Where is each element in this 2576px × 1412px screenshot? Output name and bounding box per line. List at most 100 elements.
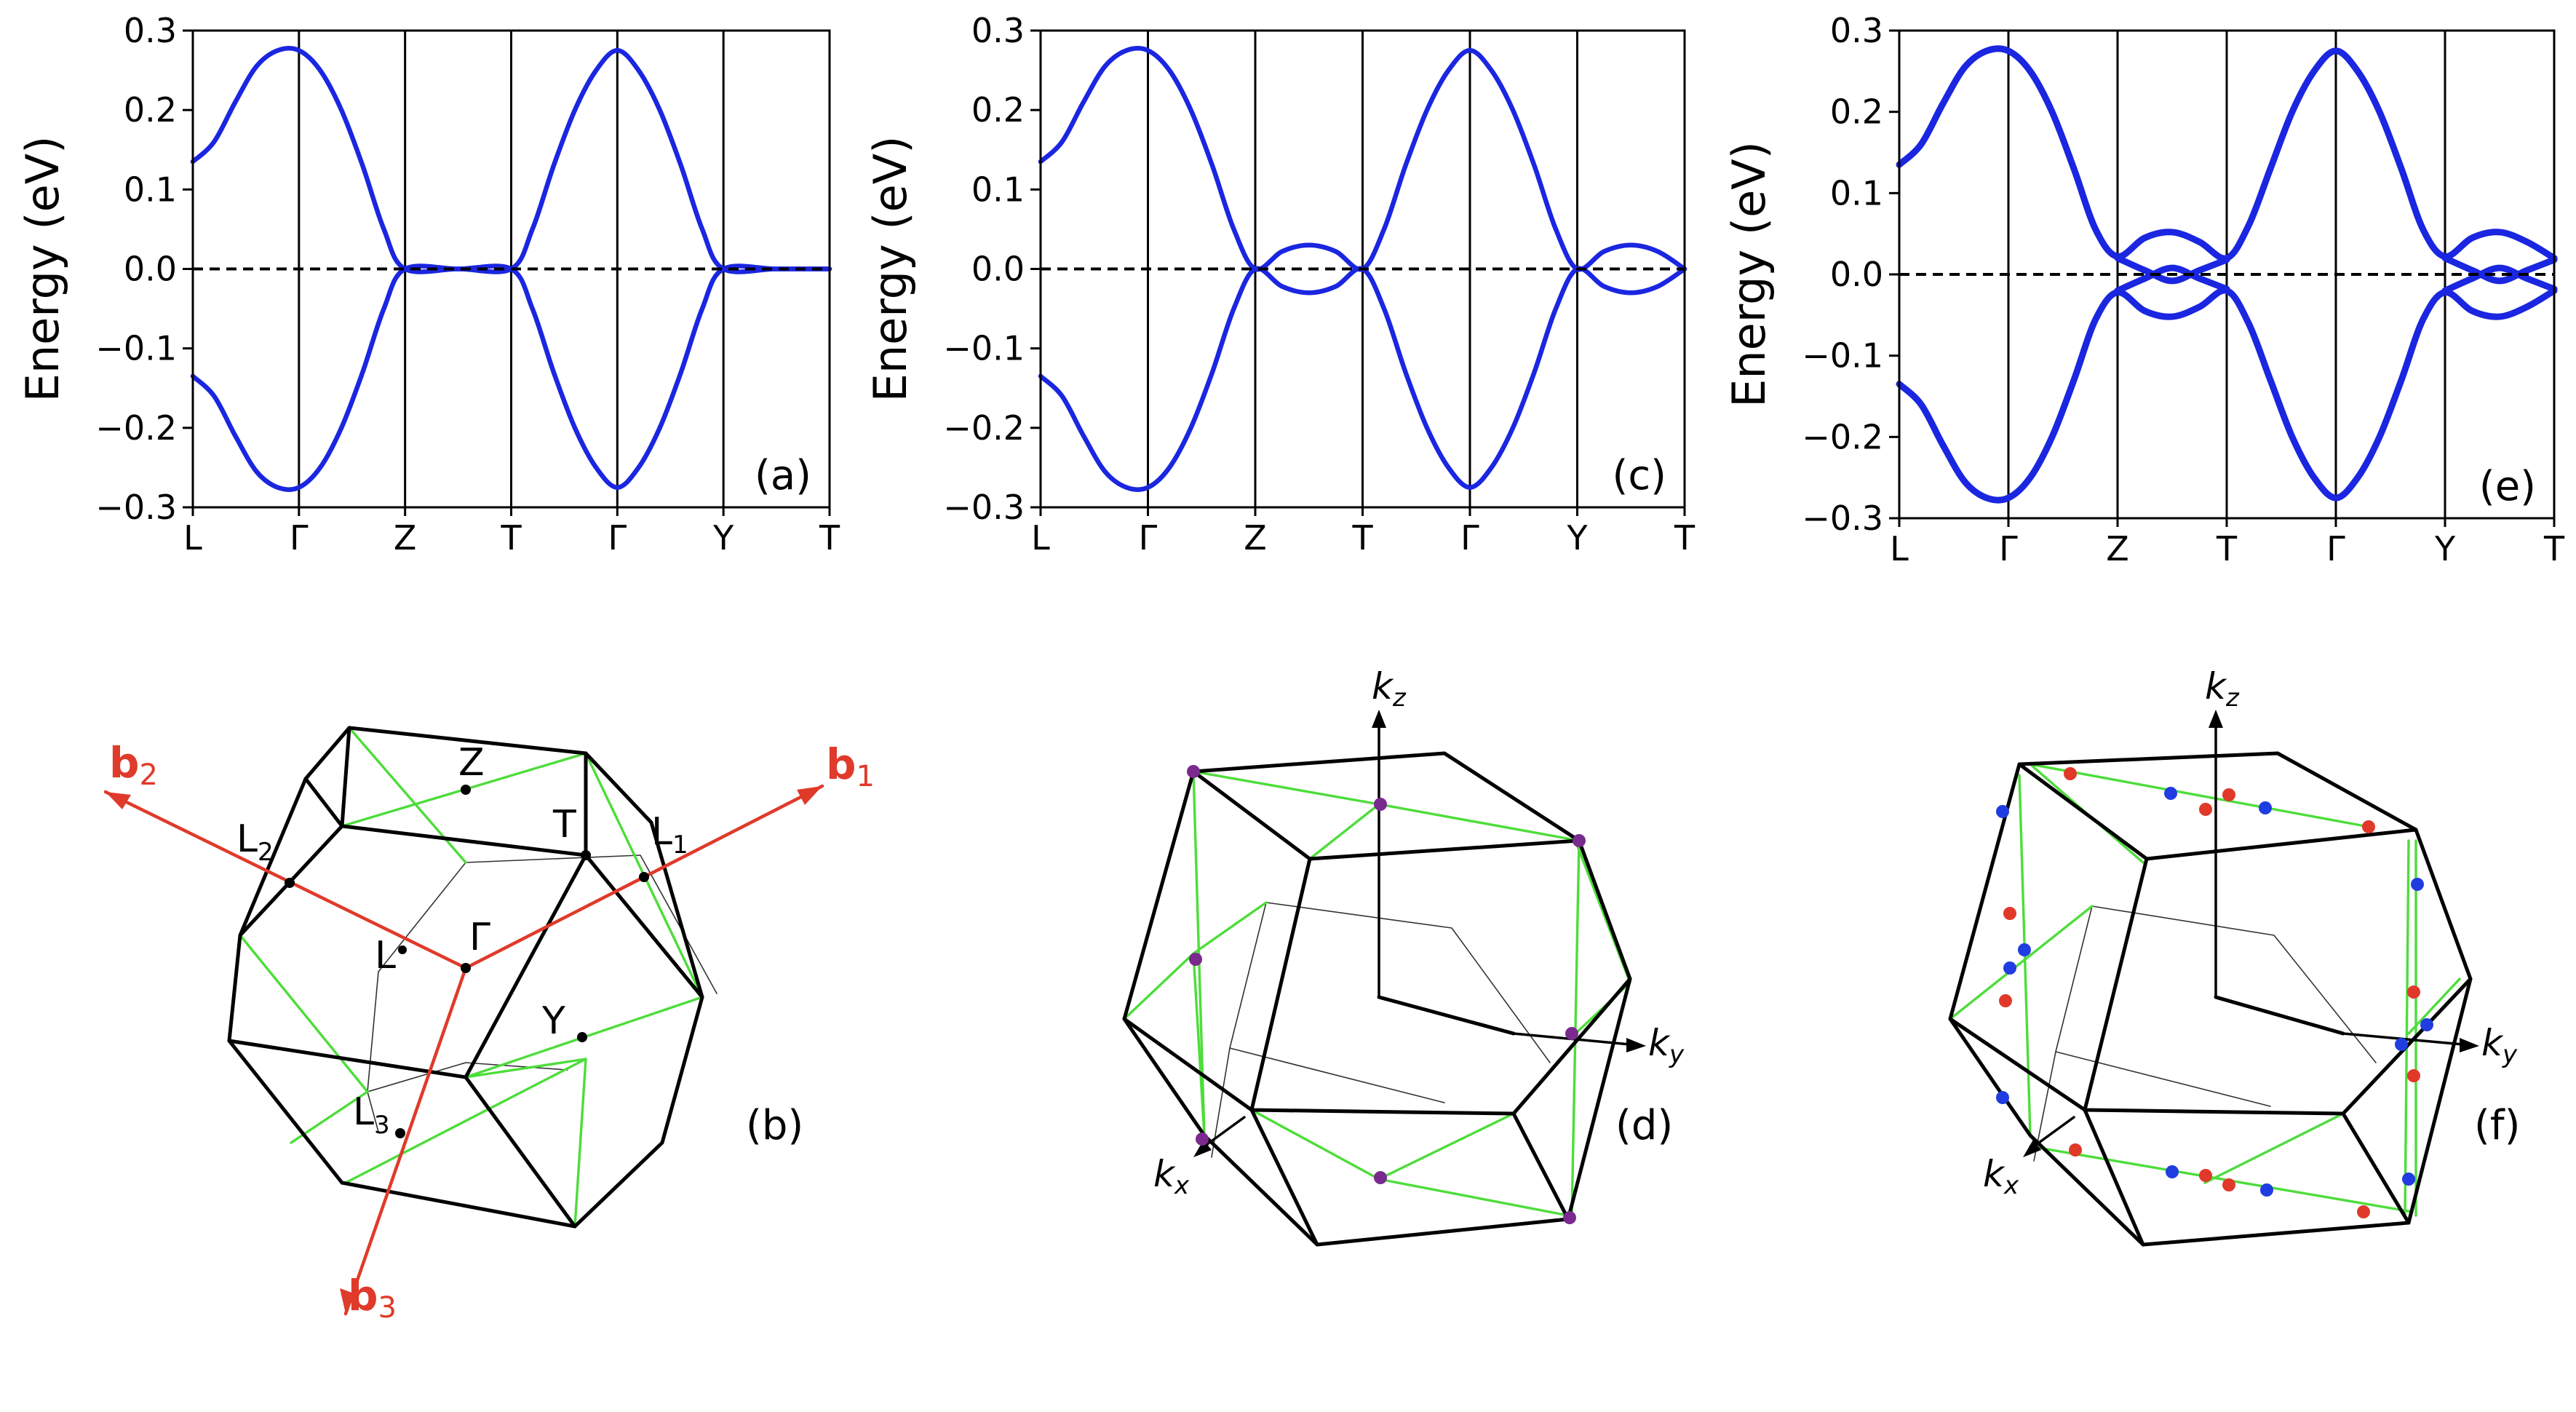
vector-b2: b2 xyxy=(109,738,158,792)
point-l1: L1 xyxy=(651,810,688,860)
panel-label-a: (a) xyxy=(755,452,811,499)
panel-label-c: (c) xyxy=(1613,452,1666,499)
y-tick-label: 0.0 xyxy=(1830,255,1883,294)
weyl-nodes xyxy=(1187,765,1586,1224)
y-tick-label: 0.3 xyxy=(124,11,177,50)
band-line-2 xyxy=(190,263,832,493)
panel-label-e: (e) xyxy=(2479,463,2536,510)
vector-b1: b1 xyxy=(826,739,875,793)
y-tick-label: 0.2 xyxy=(971,90,1025,130)
nodes-red xyxy=(1999,767,2420,1218)
band-series xyxy=(1038,45,1687,493)
y-tick-label: −0.3 xyxy=(95,488,177,527)
y-tick-label: 0.1 xyxy=(971,170,1025,209)
y-tick-label: −0.3 xyxy=(1802,499,1883,538)
y-axis-title: Energy (eV) xyxy=(864,136,917,402)
y-tick-label: −0.1 xyxy=(95,329,177,368)
bz-front-edges xyxy=(1122,751,1632,1247)
axis-kz: kz xyxy=(1372,665,1407,713)
band-line-1 xyxy=(190,45,832,274)
x-tick-label: Z xyxy=(394,518,417,558)
point-l: L xyxy=(375,934,396,977)
point-z: Z xyxy=(458,741,485,785)
x-tick-label: Γ xyxy=(1139,518,1158,558)
band-line-2 xyxy=(2114,255,2230,285)
x-tick-label: T xyxy=(500,518,522,558)
axis-kx: kx xyxy=(1983,1153,2019,1200)
axis-kz: kz xyxy=(2205,665,2240,713)
y-axis-title: Energy (eV) xyxy=(16,136,69,402)
y-tick-label: −0.2 xyxy=(95,408,177,448)
x-tick-label: Y xyxy=(712,518,734,558)
band-line-1 xyxy=(1896,45,2558,262)
band-series xyxy=(190,45,832,493)
brillouin-zone-d: kz ky kx (d) xyxy=(1122,665,1685,1247)
x-tick-label: L xyxy=(183,518,202,558)
panel-label-b: (b) xyxy=(746,1102,803,1149)
band-series xyxy=(1896,45,2558,504)
x-tick-label: T xyxy=(819,518,840,558)
axis-ky: ky xyxy=(2481,1022,2518,1069)
bz-points xyxy=(285,785,649,1138)
y-tick-label: 0.1 xyxy=(124,170,177,209)
x-tick-label: Y xyxy=(1566,518,1588,558)
panel-label-d: (d) xyxy=(1615,1102,1673,1149)
x-tick-label: T xyxy=(1351,518,1373,558)
axis-ky: ky xyxy=(1648,1022,1685,1069)
point-y: Y xyxy=(541,999,565,1043)
point-l2: L2 xyxy=(236,817,274,867)
band-line-2 xyxy=(2441,255,2558,285)
x-tick-label: Y xyxy=(2434,529,2456,568)
y-tick-label: 0.2 xyxy=(1830,92,1883,132)
y-tick-label: 0.2 xyxy=(124,90,177,130)
y-tick-label: 0.3 xyxy=(1830,11,1883,50)
x-tick-label: Γ xyxy=(290,518,309,558)
band-line-3 xyxy=(2441,264,2558,294)
x-tick-label: Γ xyxy=(1460,518,1479,558)
axis-kx: kx xyxy=(1153,1153,1190,1200)
bz-front-edges xyxy=(1948,751,2473,1247)
x-tick-label: Γ xyxy=(2326,529,2345,568)
y-tick-label: 0.3 xyxy=(971,11,1025,50)
y-tick-label: −0.3 xyxy=(943,488,1025,527)
x-tick-label: T xyxy=(2216,529,2238,568)
band-plot-a: 0.3 0.2 0.1 0.0 −0.1 −0.2 −0.3 L Γ Z T Γ Y T Energy … xyxy=(16,11,840,558)
point-l3: L3 xyxy=(353,1090,390,1140)
x-tick-label: T xyxy=(2543,529,2565,568)
band-line-4 xyxy=(1896,287,2558,504)
x-tick-label: Z xyxy=(2106,529,2129,568)
x-tick-label: Γ xyxy=(1999,529,2018,568)
x-tick-label: L xyxy=(1890,529,1909,568)
band-line-1 xyxy=(1038,45,1687,272)
y-tick-label: 0.1 xyxy=(1830,173,1883,213)
brillouin-zone-b: Z T L1 Γ Y L2 L3 L b1 b2 b3 (b) xyxy=(103,726,875,1325)
x-tick-label: T xyxy=(1674,518,1696,558)
x-tick-label: Γ xyxy=(608,518,627,558)
bz-front-edges xyxy=(227,726,704,1229)
point-gamma: Γ xyxy=(469,916,490,959)
y-tick-label: −0.1 xyxy=(1802,336,1883,376)
bz-back-edges xyxy=(367,854,717,1133)
nodes-blue xyxy=(1996,787,2433,1197)
vector-b3: b3 xyxy=(348,1271,397,1325)
x-tick-label: Z xyxy=(1244,518,1267,558)
y-tick-label: −0.1 xyxy=(943,329,1025,368)
y-tick-label: −0.2 xyxy=(1802,417,1883,456)
y-tick-label: 0.0 xyxy=(124,250,177,289)
y-ticks: 0.3 0.2 0.1 0.0 −0.1 −0.2 −0.3 xyxy=(1802,11,1899,538)
panel-label-f: (f) xyxy=(2474,1102,2520,1149)
y-ticks: 0.3 0.2 0.1 0.0 −0.1 −0.2 −0.3 xyxy=(95,11,193,527)
k-axes xyxy=(1193,710,1646,1157)
band-line-2 xyxy=(1038,266,1687,493)
brillouin-zone-f: kz ky kx (f) xyxy=(1948,665,2520,1247)
y-tick-label: 0.0 xyxy=(971,250,1025,289)
y-ticks: 0.3 0.2 0.1 0.0 −0.1 −0.2 −0.3 xyxy=(943,11,1041,527)
bz-back-edges xyxy=(2033,905,2377,1162)
y-tick-label: −0.2 xyxy=(943,408,1025,448)
